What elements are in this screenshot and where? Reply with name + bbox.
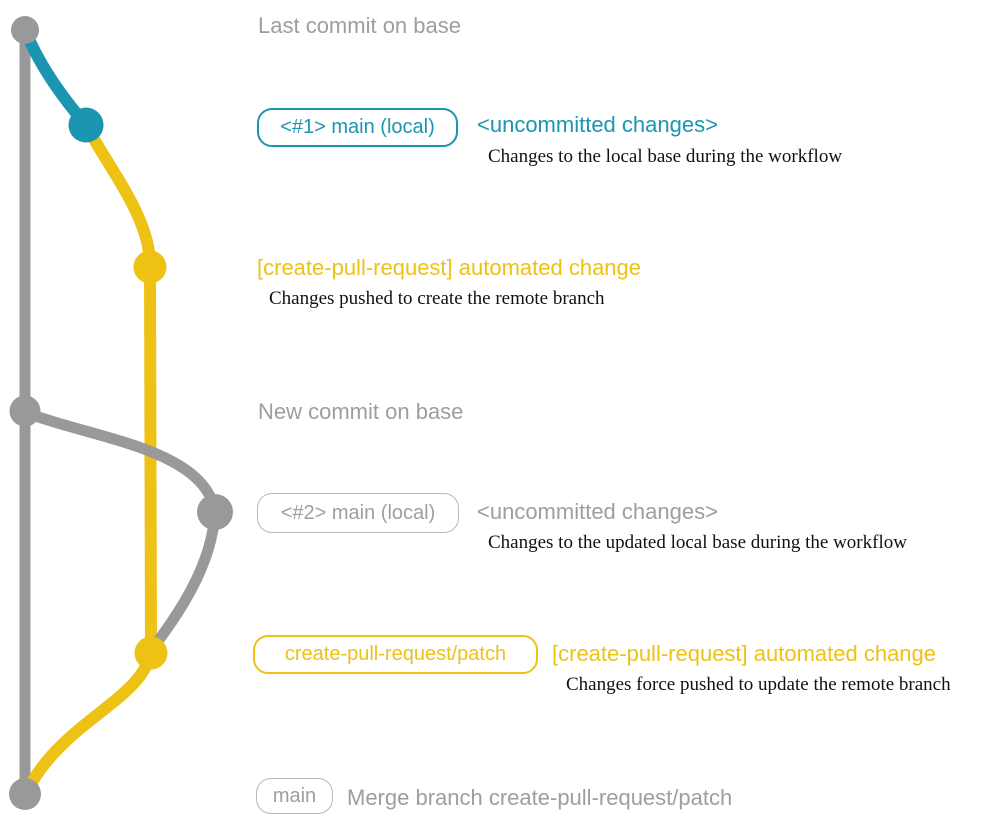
- branch-badge-main-local-2: <#2> main (local): [257, 493, 459, 533]
- desc-automated-change-1: Changes pushed to create the remote bran…: [269, 288, 605, 309]
- desc-automated-change-2: Changes force pushed to update the remot…: [566, 674, 951, 695]
- branch-main-local-2: [22, 406, 221, 514]
- branch-badge-create-pull-request-patch-label: create-pull-request/patch: [284, 643, 507, 665]
- branch-badge-main-local-2-label: <#2> main (local): [280, 501, 436, 524]
- branch-badge-main-local-1-label: <#1> main (local): [280, 116, 435, 138]
- branch-badge-create-pull-request-patch: create-pull-request/patch: [253, 635, 538, 674]
- label-new-commit-on-base: New commit on base: [258, 399, 464, 424]
- branch-badge-main-local-1: <#1> main (local): [257, 108, 458, 147]
- desc-uncommitted-changes-2: Changes to the updated local base during…: [488, 532, 907, 553]
- branch-main-local-2-rebase: [148, 511, 221, 652]
- branch-create-pull-request-merge: [19, 651, 157, 798]
- desc-uncommitted-changes-1: Changes to the local base during the wor…: [488, 146, 843, 167]
- label-uncommitted-changes-2: <uncommitted changes>: [477, 499, 718, 524]
- commit-node-main-local-2: [197, 494, 233, 530]
- branch-badge-main-label: main: [272, 784, 317, 807]
- commit-node-automated-change-1: [133, 250, 167, 284]
- branch-badge-main: main: [256, 778, 333, 814]
- commit-node-merge-commit: [9, 778, 41, 810]
- label-uncommitted-changes-1: <uncommitted changes>: [477, 112, 718, 137]
- branch-create-pull-request: [80, 122, 157, 654]
- commit-node-main-local-1: [68, 107, 104, 143]
- label-merge-branch: Merge branch create-pull-request/patch: [347, 785, 733, 810]
- commit-node-last-commit-on-base: [11, 16, 39, 44]
- label-automated-change-2: [create-pull-request] automated change: [552, 641, 937, 666]
- label-automated-change-1: [create-pull-request] automated change: [257, 255, 642, 280]
- commit-node-new-commit-on-base: [9, 395, 41, 427]
- commit-node-automated-change-2: [134, 636, 168, 670]
- label-last-commit-on-base: Last commit on base: [258, 13, 461, 38]
